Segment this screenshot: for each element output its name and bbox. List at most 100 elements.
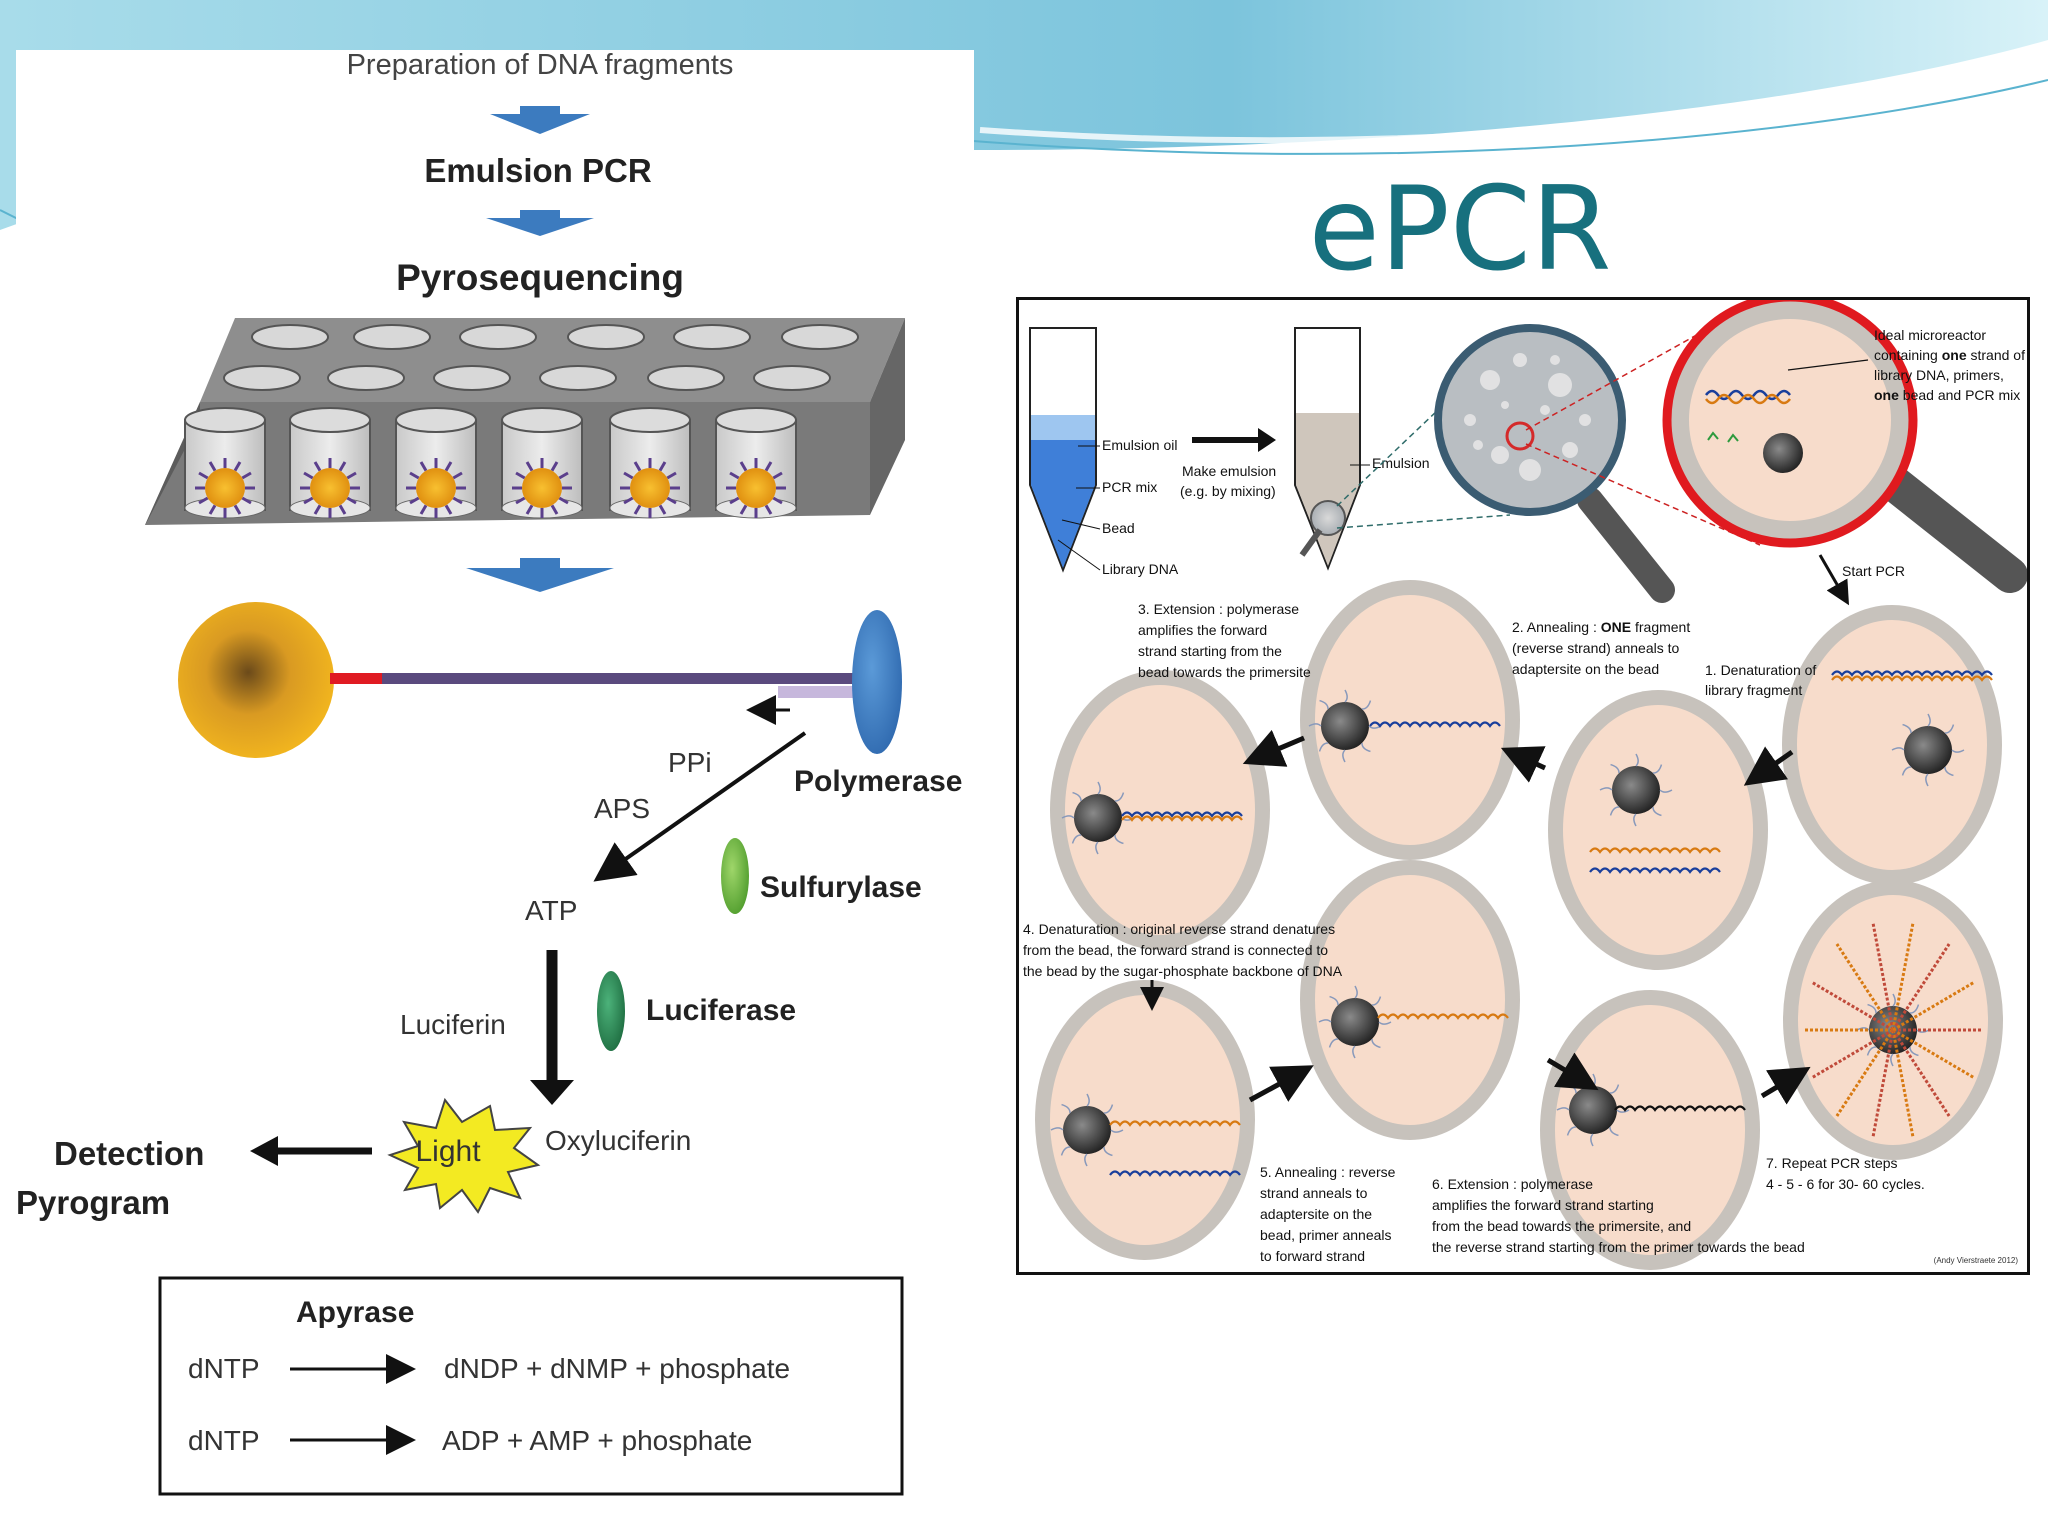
step-2-line-1: 2. Annealing : ONE fragment <box>1512 619 1690 635</box>
step-4-cell-inner <box>1050 995 1240 1245</box>
detection-label: Detection <box>54 1135 204 1172</box>
plate-hole <box>459 324 537 350</box>
bead-spike <box>515 471 526 480</box>
step-7-amplicon <box>1892 1028 1975 1080</box>
step-2-bead-adapter <box>1609 806 1620 816</box>
step-3-line-3: strand starting from the <box>1138 643 1282 659</box>
step-arrow <box>1248 1065 1314 1103</box>
step-4-strand-reverse <box>1109 1170 1241 1177</box>
luciferase-label: Luciferase <box>646 994 796 1027</box>
emulsion-droplet <box>1501 401 1509 409</box>
step-6-bead-adapter <box>1609 1126 1619 1137</box>
step-1-line-1: 1. Denaturation of <box>1705 662 1816 678</box>
step-6-line-2: amplifies the forward strand starting <box>1432 1197 1654 1213</box>
step-3-cell-inner <box>1315 595 1505 845</box>
down-arrow-1 <box>490 106 590 134</box>
credit: (Andy Vierstraete 2012) <box>1934 1256 2019 1265</box>
luciferin-label: Luciferin <box>400 1009 506 1040</box>
step-3b-bead-adapter <box>1114 792 1125 802</box>
plate-hole <box>673 324 751 350</box>
step-7-amplicon <box>1811 980 1894 1032</box>
bead-spike <box>313 504 322 515</box>
step-4-strand-forward <box>1109 1120 1241 1127</box>
step-2-line-3: adaptersite on the bead <box>1512 661 1659 677</box>
start-pcr-arrow <box>1818 554 1850 606</box>
step-5-strand <box>1377 1013 1509 1020</box>
step-4-bead-adapter <box>1060 1146 1071 1156</box>
ideal-microreactor-line-2: containing one strand of <box>1874 347 2025 363</box>
emulsion-droplet <box>1540 405 1550 415</box>
step-arrow <box>1546 1052 1599 1091</box>
ideal-microreactor-line-1: Ideal microreactor <box>1874 327 1986 343</box>
plate-hole <box>647 365 725 391</box>
bead-spike <box>208 504 217 515</box>
bead-spike <box>241 471 252 480</box>
bead-spike <box>198 471 209 480</box>
emulsion-droplet <box>1519 459 1541 481</box>
bead-spike <box>558 471 569 480</box>
emulsion-label: Emulsion <box>1372 455 1430 471</box>
bead-spike <box>729 496 740 505</box>
step-arrow <box>1760 1066 1811 1105</box>
polymerase-label: Polymerase <box>794 765 962 798</box>
emulsion-droplet <box>1473 440 1483 450</box>
step-3-bead-adapter <box>1342 749 1346 763</box>
apyrase-box: Apyrase dNTP dNDP + dNMP + phosphate dNT… <box>158 1276 904 1496</box>
step-7-amplicon <box>1891 943 1951 1031</box>
bead-spike <box>419 504 428 515</box>
bead-spike <box>633 461 642 472</box>
well-bead <box>416 468 456 508</box>
well-bead <box>630 468 670 508</box>
bead-spike <box>313 461 322 472</box>
picotiter-plate <box>145 318 905 525</box>
step-6-bead-adapter <box>1556 1107 1570 1111</box>
aps-label: APS <box>594 793 650 824</box>
step-5-bead <box>1331 998 1379 1046</box>
step-2-bead-adapter <box>1610 763 1620 774</box>
step-5-line-1: 5. Annealing : reverse <box>1260 1164 1396 1180</box>
bead-spike <box>338 504 347 515</box>
plate-well-top <box>501 407 583 433</box>
step-4-line-2: from the bead, the forward strand is con… <box>1023 942 1328 958</box>
reaction-2-products: ADP + AMP + phosphate <box>442 1425 752 1456</box>
pyrogram-label: Pyrogram <box>16 1184 170 1221</box>
step-7-line-1: 7. Repeat PCR steps <box>1766 1155 1898 1171</box>
step-7-bead-adapter <box>1867 1003 1877 1014</box>
step-3-bead <box>1321 702 1369 750</box>
plate-hole <box>753 365 831 391</box>
step-1-bead-adapter <box>1944 724 1955 734</box>
step-5-bead-adapter <box>1352 1045 1356 1059</box>
plate-well-top <box>715 407 797 433</box>
plate-hole <box>251 324 329 350</box>
bead-spike <box>452 471 463 480</box>
step-2-line-2: (reverse strand) anneals to <box>1512 640 1680 656</box>
detection-arrowhead <box>250 1136 278 1166</box>
make-emulsion-label-1: Make emulsion <box>1182 463 1276 479</box>
step-1-bead-adapter <box>1925 773 1929 787</box>
step-5-bead-adapter <box>1371 996 1382 1006</box>
step-1-bead-adapter <box>1891 747 1905 751</box>
tube-emulsion <box>1294 327 1361 571</box>
plate-well-top <box>395 407 477 433</box>
step-2-bead-adapter <box>1633 813 1637 827</box>
reaction-1-products: dNDP + dNMP + phosphate <box>444 1353 790 1384</box>
sulfurylase-shape <box>721 838 749 914</box>
plate-hole <box>223 365 301 391</box>
make-emulsion-arrowhead <box>1258 428 1276 452</box>
step-1-cell-inner <box>1797 620 1987 870</box>
step-4-bead-adapter <box>1086 1093 1090 1107</box>
step-5-bead-adapter <box>1329 995 1339 1006</box>
bead-spike <box>419 461 428 472</box>
bead <box>178 602 334 758</box>
step-3-bead-adapter <box>1344 689 1348 703</box>
bead-spike <box>764 504 773 515</box>
step-1-bead-adapter <box>1927 713 1931 727</box>
step-5-line-2: strand anneals to <box>1260 1185 1368 1201</box>
tube-emulsion-oil-pcr-mix <box>1029 327 1097 573</box>
step-pyrosequencing: Pyrosequencing <box>396 257 684 298</box>
tube-label-bead: Bead <box>1102 520 1135 536</box>
start-pcr-label: Start PCR <box>1842 563 1905 579</box>
atp-label: ATP <box>525 895 577 926</box>
bead-spike <box>338 461 347 472</box>
tube-label-emulsion-oil: Emulsion oil <box>1102 437 1177 453</box>
